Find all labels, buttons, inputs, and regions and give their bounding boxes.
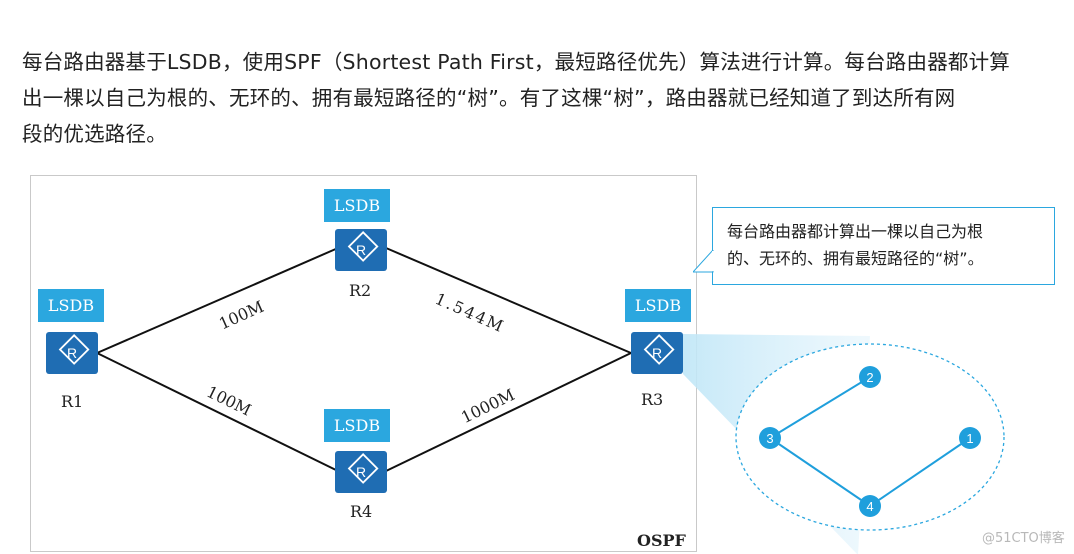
router-label-r1: R1	[61, 392, 84, 411]
tree-node-3: 3	[759, 427, 781, 449]
tree-edge-4-1	[869, 437, 971, 507]
paragraph-line-1: 每台路由器基于LSDB，使用SPF（Shortest Path First，最短…	[22, 50, 1010, 74]
ospf-label: OSPF	[637, 531, 686, 550]
router-icon: R	[58, 334, 90, 365]
tree-edge-3-4	[769, 437, 871, 507]
paragraph-line-2: 出一棵以自己为根的、无环的、拥有最短路径的“树”。有了这棵“树”，路由器就已经知…	[22, 86, 956, 110]
tree-node-4: 4	[859, 495, 881, 517]
svg-text:1: 1	[966, 431, 973, 446]
watermark-text: @51CTO博客	[982, 531, 1065, 546]
svg-text:3: 3	[766, 431, 773, 446]
router-label-r2: R2	[349, 281, 372, 300]
router-r3: R	[631, 332, 683, 374]
callout-line-1: 每台路由器都计算出一棵以自己为根	[727, 222, 984, 241]
callout-box: 每台路由器都计算出一棵以自己为根 的、无环的、拥有最短路径的“树”。	[712, 207, 1055, 285]
description-paragraph: 每台路由器基于LSDB，使用SPF（Shortest Path First，最短…	[22, 44, 1062, 152]
callout-text: 每台路由器都计算出一棵以自己为根 的、无环的、拥有最短路径的“树”。	[727, 218, 1049, 272]
router-r2: R	[335, 229, 387, 271]
link-r1-r4	[96, 352, 339, 472]
spf-tree-ellipse	[735, 343, 1005, 531]
lsdb-box-r4: LSDB	[324, 409, 390, 442]
router-icon: R	[347, 231, 379, 262]
svg-text:R: R	[67, 345, 77, 361]
tree-node-1: 1	[959, 427, 981, 449]
link-r2-r3	[385, 247, 632, 354]
svg-text:2: 2	[866, 370, 873, 385]
router-icon: R	[643, 334, 675, 365]
tree-node-2: 2	[859, 366, 881, 388]
svg-text:R: R	[356, 464, 366, 480]
router-r1: R	[46, 332, 98, 374]
svg-text:4: 4	[866, 499, 873, 514]
callout-pointer	[693, 250, 714, 273]
router-r4: R	[335, 451, 387, 493]
tree-edge-3-2	[769, 376, 871, 439]
lsdb-box-r2: LSDB	[324, 189, 390, 222]
svg-text:R: R	[652, 345, 662, 361]
svg-text:R: R	[356, 242, 366, 258]
lsdb-box-r1: LSDB	[38, 289, 104, 322]
link-r1-r2	[96, 247, 339, 354]
callout-line-2: 的、无环的、拥有最短路径的“树”。	[727, 249, 984, 268]
router-icon: R	[347, 453, 379, 484]
router-label-r4: R4	[350, 502, 373, 521]
lsdb-box-r3: LSDB	[625, 289, 691, 322]
link-r4-r3	[385, 352, 632, 472]
paragraph-line-3: 段的优选路径。	[22, 122, 167, 146]
router-label-r3: R3	[641, 390, 664, 409]
